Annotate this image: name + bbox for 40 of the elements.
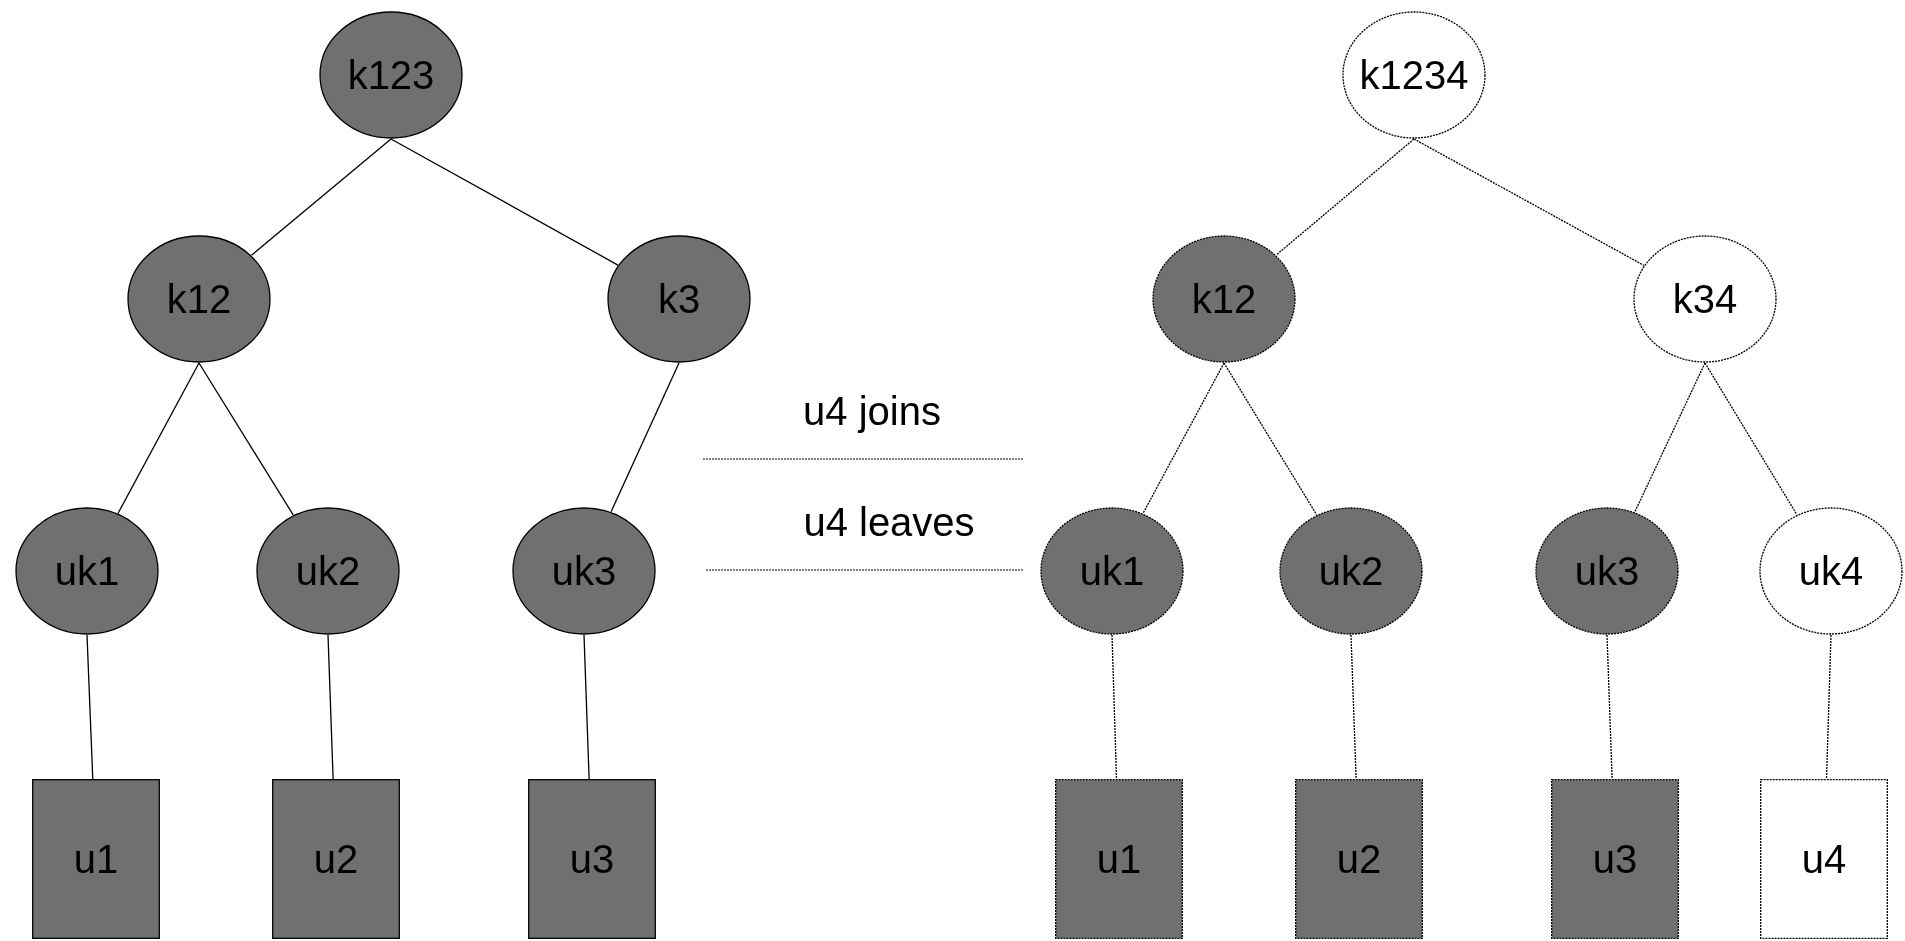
tree-edge <box>1142 362 1225 514</box>
node-label: k12 <box>1191 279 1257 319</box>
tree-edge <box>1413 138 1645 266</box>
tree-edge <box>1704 362 1798 516</box>
node-label: k3 <box>657 279 701 319</box>
tree-edge <box>610 362 680 513</box>
node-label: u3 <box>1592 839 1638 879</box>
tree-edge <box>390 138 619 266</box>
tree-edge <box>1111 634 1118 780</box>
tree-edge <box>327 634 334 780</box>
tree-edge <box>117 362 200 514</box>
tree-edge <box>1606 634 1613 780</box>
node-label: k123 <box>347 55 435 95</box>
transition-label: u4 leaves <box>803 502 975 542</box>
node-label: k12 <box>166 279 232 319</box>
node-label: u1 <box>73 839 119 879</box>
node-label: uk4 <box>1798 551 1864 591</box>
node-label: k1234 <box>1359 55 1469 95</box>
node-label: uk3 <box>1574 551 1640 591</box>
node-label: u1 <box>1096 839 1142 879</box>
node-label: u2 <box>1336 839 1382 879</box>
node-label: uk1 <box>1079 551 1145 591</box>
transition-label: u4 joins <box>803 391 941 431</box>
tree-edge <box>1825 634 1832 780</box>
tree-edge <box>86 634 94 780</box>
node-label: uk1 <box>54 551 120 591</box>
node-label: uk3 <box>551 551 617 591</box>
tree-edge <box>1275 138 1415 256</box>
node-label: uk2 <box>295 551 361 591</box>
tree-edge <box>250 138 392 256</box>
node-label: uk2 <box>1318 551 1384 591</box>
tree-edge <box>198 362 294 516</box>
node-label: u2 <box>313 839 359 879</box>
tree-edge <box>583 634 590 780</box>
tree-edge <box>1223 362 1318 516</box>
tree-edge <box>1634 362 1706 513</box>
tree-edge <box>1350 634 1357 780</box>
node-label: u4 <box>1801 839 1847 879</box>
node-label: k34 <box>1672 279 1738 319</box>
node-label: u3 <box>569 839 615 879</box>
